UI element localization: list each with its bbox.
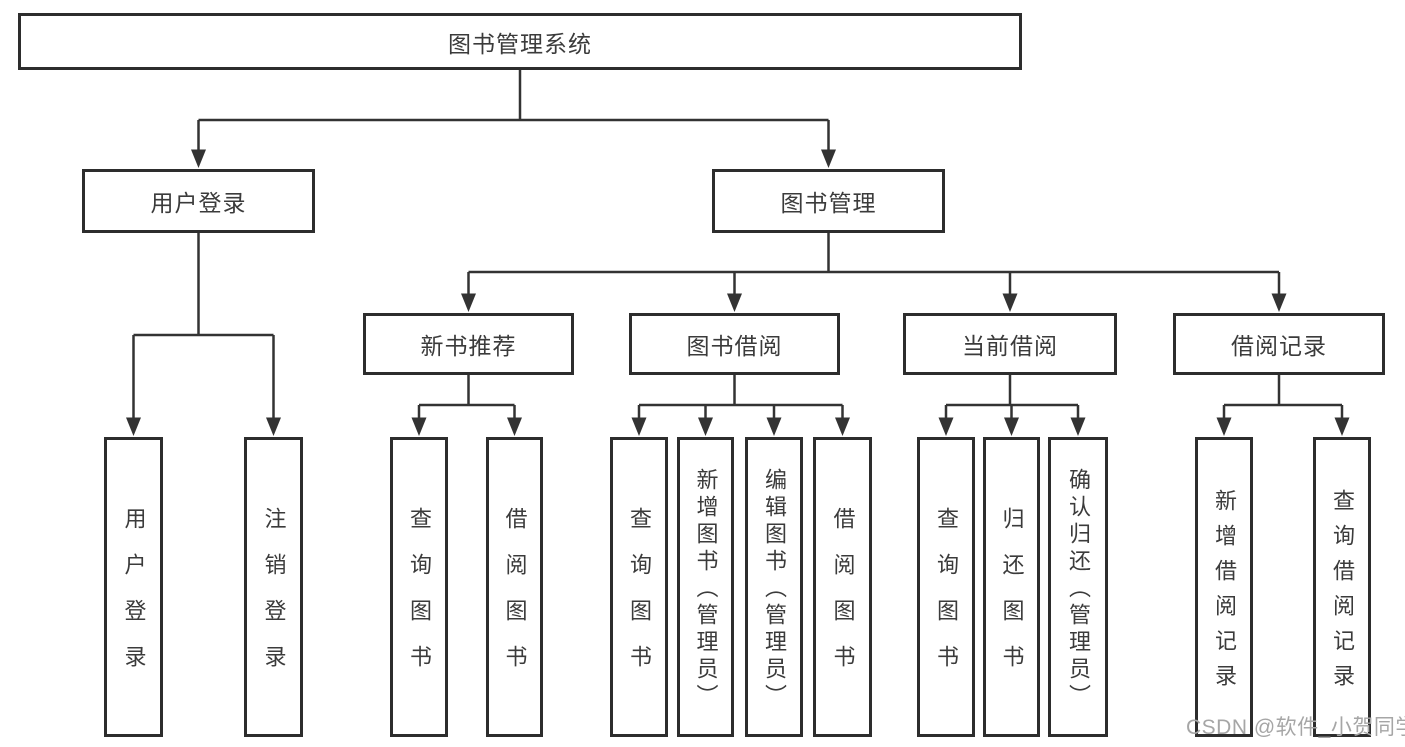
leaf-label: 查询图书 <box>934 507 959 691</box>
leaf-label: 编辑图书（管理员） <box>762 468 787 711</box>
leaf-current-query-books: 查询图书 <box>917 437 975 737</box>
node-borrowing-records: 借阅记录 <box>1173 313 1385 375</box>
leaf-label: 注销登录 <box>261 507 287 691</box>
leaf-query-borrow-record: 查询借阅记录 <box>1313 437 1371 737</box>
leaf-user-login: 用户登录 <box>104 437 163 737</box>
leaf-label: 查询图书 <box>407 507 432 691</box>
leaf-label: 归还图书 <box>999 507 1025 691</box>
leaf-logout: 注销登录 <box>244 437 303 737</box>
leaf-label: 新增图书（管理员） <box>693 468 719 711</box>
leaf-recommend-query-books: 查询图书 <box>390 437 448 737</box>
leaf-recommend-borrow-books: 借阅图书 <box>486 437 543 737</box>
node-library-management-system: 图书管理系统 <box>18 13 1022 70</box>
leaf-add-borrow-record: 新增借阅记录 <box>1195 437 1253 737</box>
node-book-management: 图书管理 <box>712 169 945 233</box>
csdn-watermark: CSDN @软件_小贺同学 <box>1186 716 1405 739</box>
leaf-add-books-admin: 新增图书（管理员） <box>677 437 734 737</box>
leaf-label: 用户登录 <box>121 507 147 691</box>
node-user-login: 用户登录 <box>82 169 315 233</box>
leaf-borrow-books: 借阅图书 <box>813 437 872 737</box>
leaf-return-books: 归还图书 <box>983 437 1040 737</box>
leaf-label: 新增借阅记录 <box>1212 488 1237 699</box>
node-new-book-recommend: 新书推荐 <box>363 313 574 375</box>
leaf-label: 查询借阅记录 <box>1330 488 1355 699</box>
leaf-label: 借阅图书 <box>830 507 856 691</box>
node-book-borrowing: 图书借阅 <box>629 313 840 375</box>
leaf-label: 确认归还（管理员） <box>1066 468 1091 711</box>
leaf-label: 借阅图书 <box>502 507 528 691</box>
leaf-label: 查询图书 <box>627 507 652 691</box>
node-current-borrowing: 当前借阅 <box>903 313 1117 375</box>
leaf-confirm-return-admin: 确认归还（管理员） <box>1048 437 1108 737</box>
leaf-edit-books-admin: 编辑图书（管理员） <box>745 437 803 737</box>
leaf-borrowing-query-books: 查询图书 <box>610 437 668 737</box>
